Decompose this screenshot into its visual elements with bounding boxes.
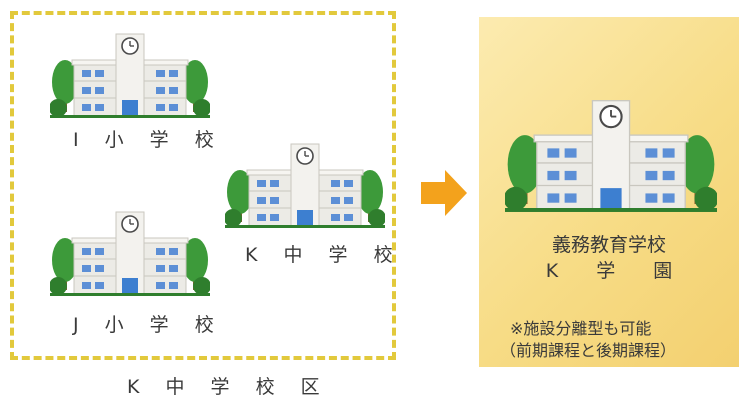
district-label: K 中 学 校 区 <box>127 376 330 398</box>
district-dashed-border <box>10 11 396 360</box>
school-building-icon-j <box>50 208 210 298</box>
school-building-icon-result <box>505 95 717 215</box>
school-label-i: I 小 学 校 <box>73 129 224 151</box>
result-note-line2: （前期課程と後期課程） <box>500 341 677 360</box>
school-label-k: K 中 学 校 <box>245 244 403 266</box>
school-label-j: J 小 学 校 <box>73 314 224 336</box>
result-name-line2: K 学 園 <box>545 260 673 282</box>
right-arrow-icon <box>419 168 469 222</box>
result-note-line1: ※施設分離型も可能 <box>510 319 652 338</box>
result-name-line1: 義務教育学校 <box>551 234 666 256</box>
school-building-icon-i <box>50 30 210 120</box>
school-building-icon-k <box>225 140 385 230</box>
